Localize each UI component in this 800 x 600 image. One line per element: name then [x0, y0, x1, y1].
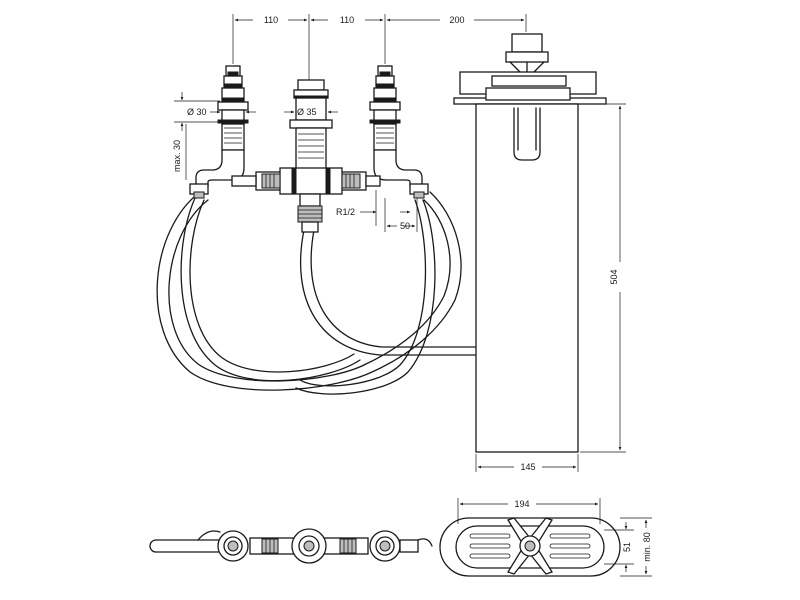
right-valve: [369, 65, 429, 199]
dim-min-80: min. 80: [642, 532, 652, 562]
dimension-labels: 110 110 200 Ø 30 Ø 35 max. 30 R1/2 50 50…: [172, 15, 652, 562]
dim-50: 50: [400, 221, 410, 231]
plan-view: [149, 517, 621, 577]
dim-max-30: max. 30: [172, 140, 182, 172]
dimension-lines: [174, 14, 626, 472]
dim-dia-30: Ø 30: [187, 107, 207, 117]
dim-200: 200: [449, 15, 464, 25]
cross-handle-icon: [507, 517, 553, 575]
dim-110-left: 110: [264, 15, 278, 25]
dim-dia-35: Ø 35: [297, 107, 317, 117]
dim-r12: R1/2: [336, 207, 355, 217]
spout-box: [453, 33, 607, 453]
hose-loops: [156, 191, 477, 395]
dim-194: 194: [514, 499, 529, 509]
center-body: [255, 79, 367, 233]
dim-145: 145: [520, 462, 535, 472]
dim-504: 504: [609, 269, 619, 284]
hose-fittings: [231, 175, 381, 187]
plan-dimension-lines: [457, 498, 652, 577]
dim-51: 51: [622, 542, 632, 552]
dim-110-right: 110: [340, 15, 354, 25]
